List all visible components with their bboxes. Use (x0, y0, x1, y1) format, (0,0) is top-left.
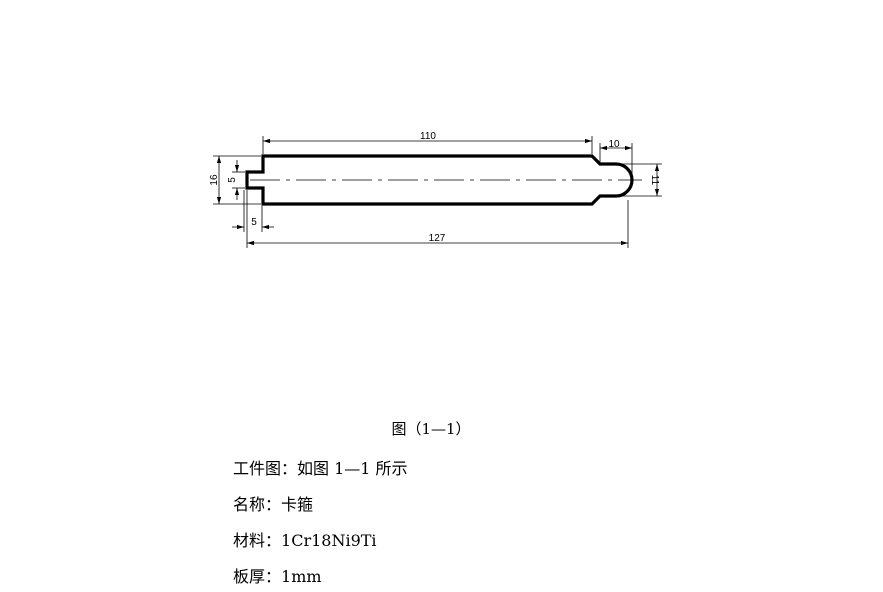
extension-lines (213, 136, 662, 248)
dim-text-slot-depth: 5 (251, 217, 257, 228)
dim-text-10: 10 (608, 139, 620, 150)
info-label: 材料： (233, 531, 282, 550)
info-label: 名称： (233, 495, 282, 514)
dim-text-11: 11 (649, 175, 660, 186)
dim-text-slot-height: 5 (227, 177, 238, 183)
info-value: 1Cr18Ni9Ti (281, 531, 377, 550)
info-row-drawing: 工件图：如图 1—1 所示 (233, 455, 408, 479)
info-row-name: 名称：卡箍 (233, 491, 313, 515)
info-row-thickness: 板厚：1mm (233, 563, 322, 587)
info-value: 卡箍 (281, 495, 314, 514)
dim-text-16: 16 (209, 174, 220, 186)
figure-caption: 图（1—1） (391, 420, 471, 438)
part-drawing: 110 10 127 5 16 5 11 (209, 131, 662, 248)
info-value: 1mm (281, 567, 322, 586)
info-label: 板厚： (233, 567, 282, 586)
dim-text-127: 127 (429, 233, 446, 244)
info-label: 工件图： (233, 459, 298, 478)
info-row-material: 材料：1Cr18Ni9Ti (233, 527, 377, 551)
dim-text-110: 110 (420, 131, 436, 142)
info-value: 如图 1—1 所示 (297, 459, 408, 478)
